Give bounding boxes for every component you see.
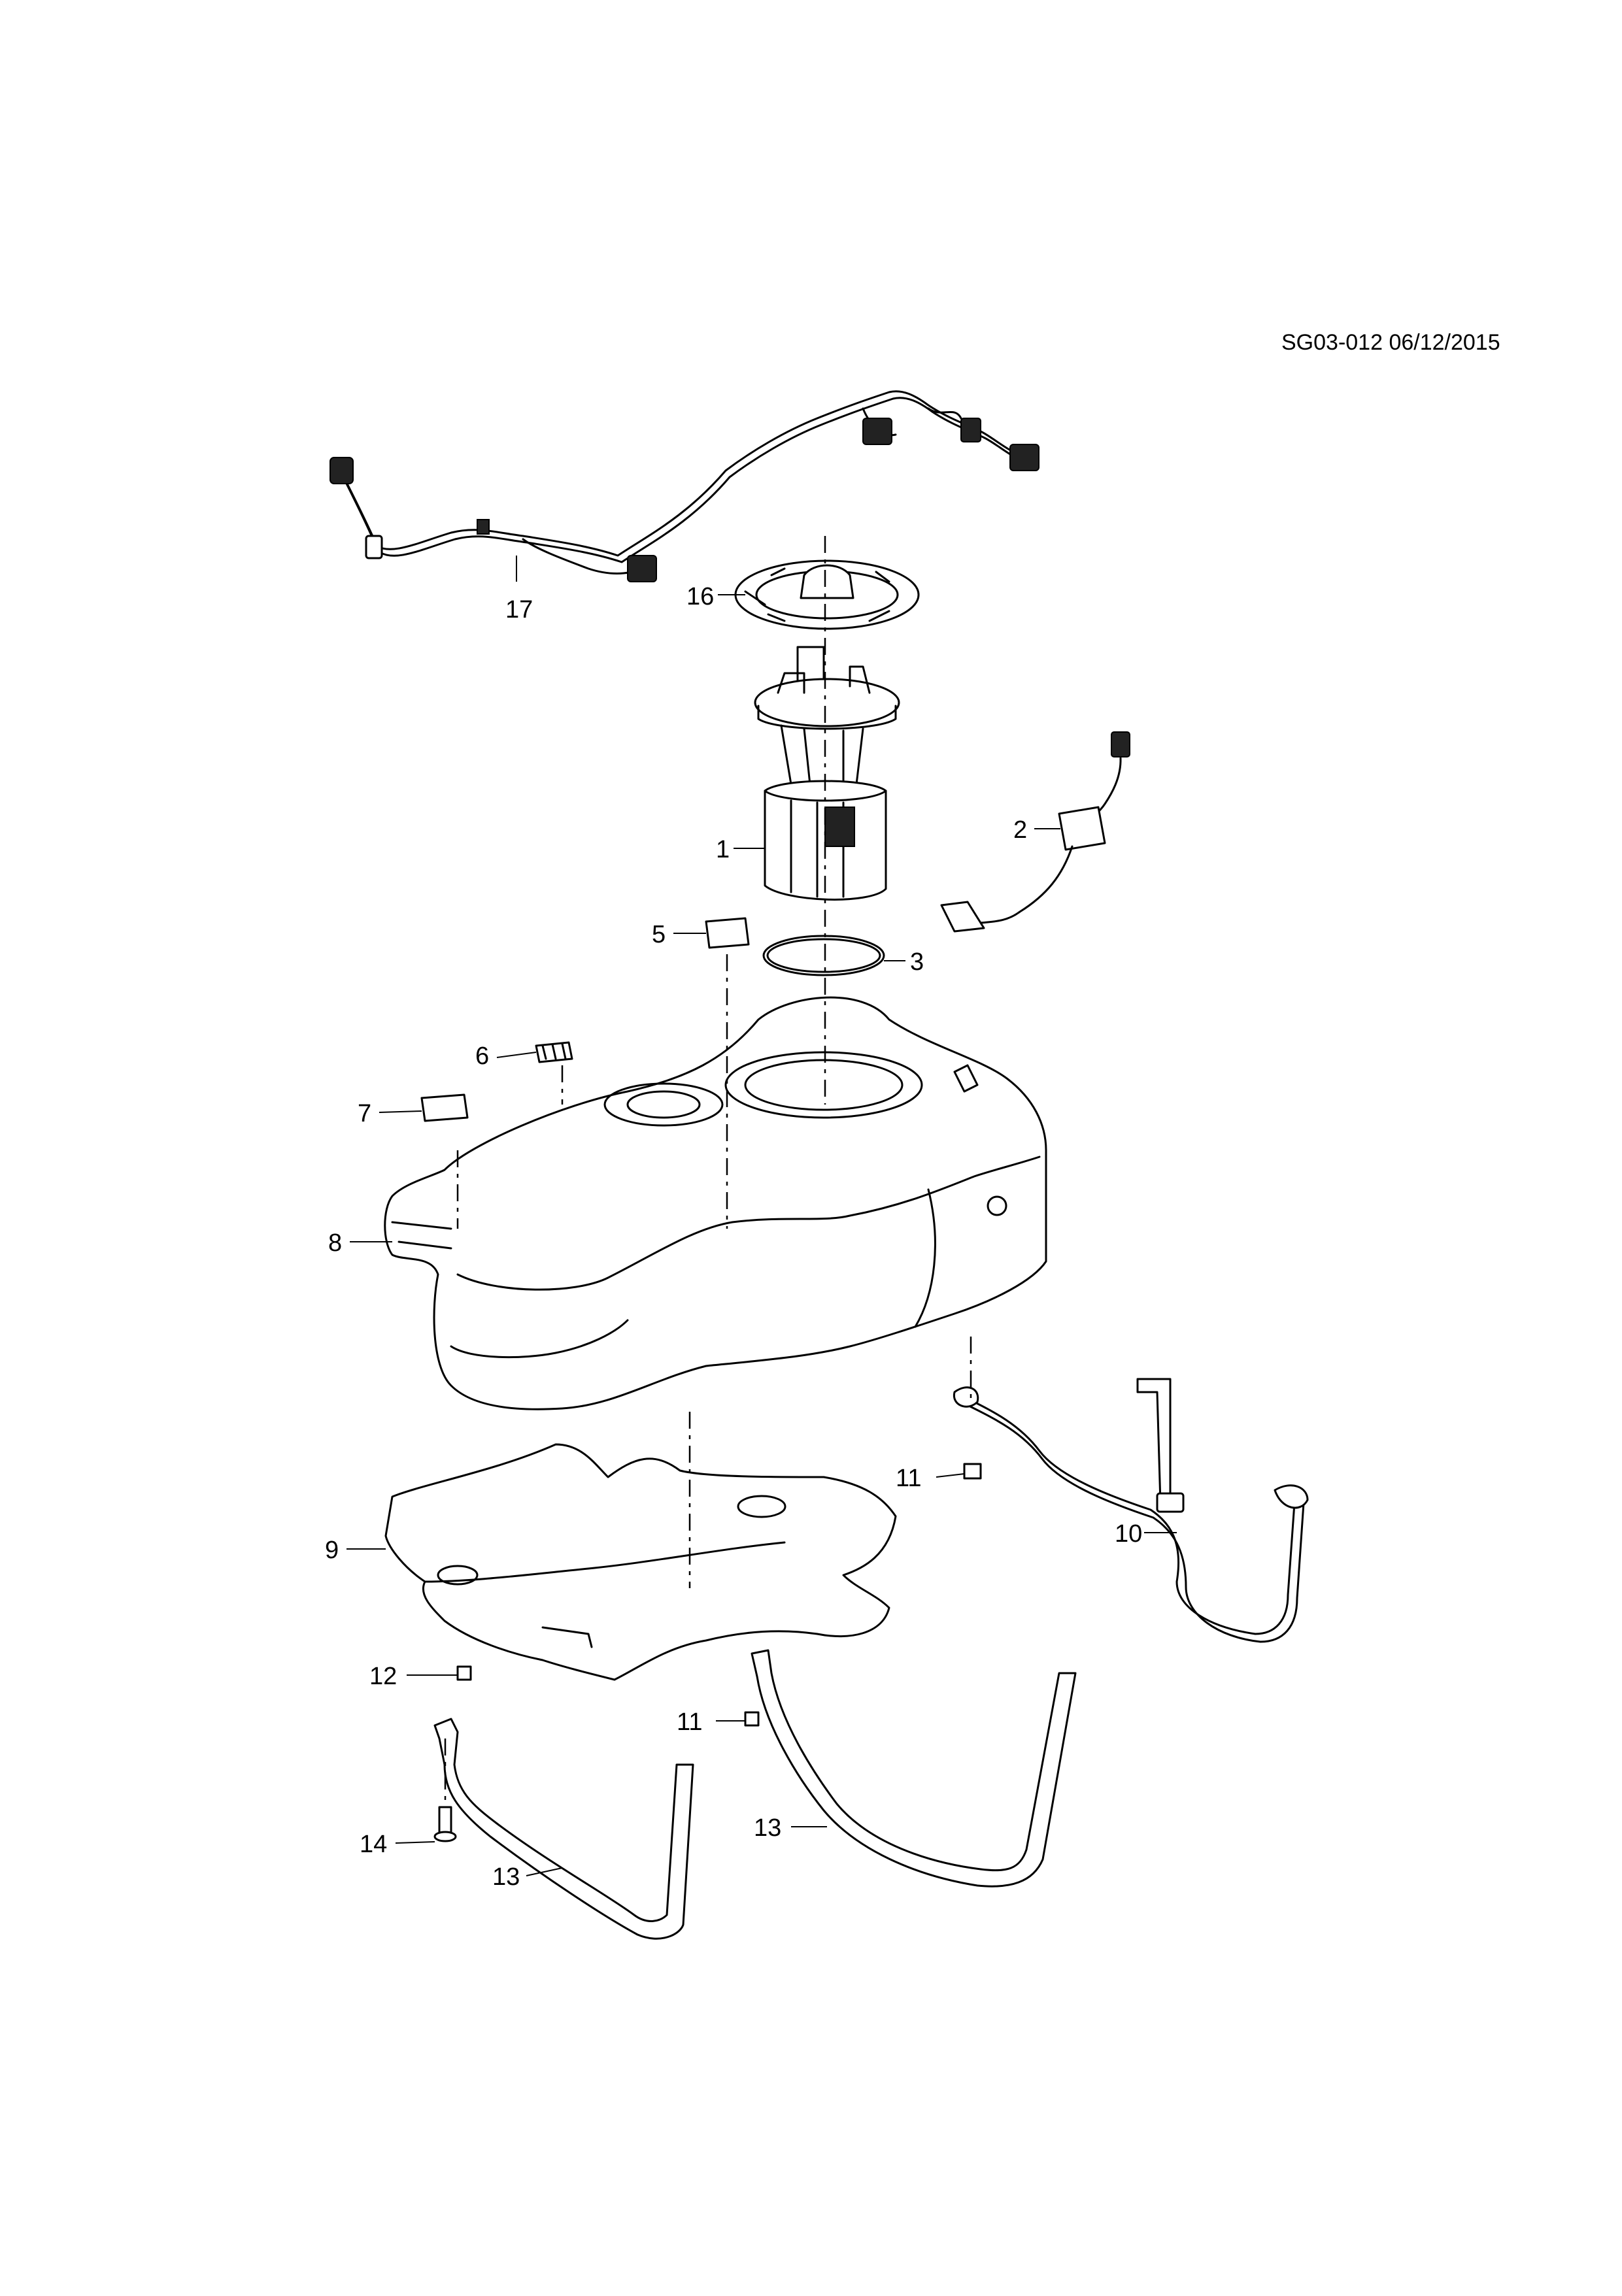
callout-numbers: 16 17 1 2 3 5 6 7 8 9 11 10 12 11 14 13 … bbox=[325, 583, 1142, 1891]
callout-11-upper: 11 bbox=[896, 1465, 921, 1492]
fasteners-part bbox=[433, 1463, 982, 1842]
leader-lines bbox=[346, 556, 1177, 1876]
sheet-reference: SG03-012 06/12/2015 bbox=[1281, 330, 1500, 355]
callout-1: 1 bbox=[716, 836, 730, 863]
fuel-tank-part bbox=[384, 996, 1047, 1410]
callout-7: 7 bbox=[358, 1100, 371, 1127]
callout-17: 17 bbox=[505, 596, 533, 624]
callout-13-left: 13 bbox=[492, 1863, 520, 1891]
callout-3: 3 bbox=[910, 948, 924, 976]
insulator-pads-part bbox=[420, 917, 750, 1122]
seal-ring-part bbox=[762, 935, 885, 976]
fuel-level-sender-part bbox=[940, 731, 1130, 933]
fuel-pump-module-part bbox=[754, 646, 900, 901]
lock-ring-part bbox=[734, 559, 920, 630]
callout-16: 16 bbox=[686, 583, 714, 610]
heat-shield-part bbox=[384, 1443, 897, 1681]
callout-9: 9 bbox=[325, 1537, 339, 1564]
callout-12: 12 bbox=[369, 1663, 397, 1690]
callout-8: 8 bbox=[328, 1229, 342, 1257]
assembly-centerlines bbox=[444, 536, 972, 1807]
callout-14: 14 bbox=[360, 1831, 387, 1858]
wiring-harness-part bbox=[329, 390, 1039, 582]
callout-5: 5 bbox=[652, 921, 666, 948]
callout-10: 10 bbox=[1115, 1520, 1142, 1548]
tank-straps-part bbox=[433, 1649, 1077, 1940]
callout-6: 6 bbox=[475, 1042, 489, 1070]
callout-2: 2 bbox=[1013, 816, 1027, 844]
support-bracket-part bbox=[953, 1378, 1309, 1643]
callout-13-right: 13 bbox=[754, 1814, 781, 1842]
callout-11-lower: 11 bbox=[677, 1708, 702, 1736]
